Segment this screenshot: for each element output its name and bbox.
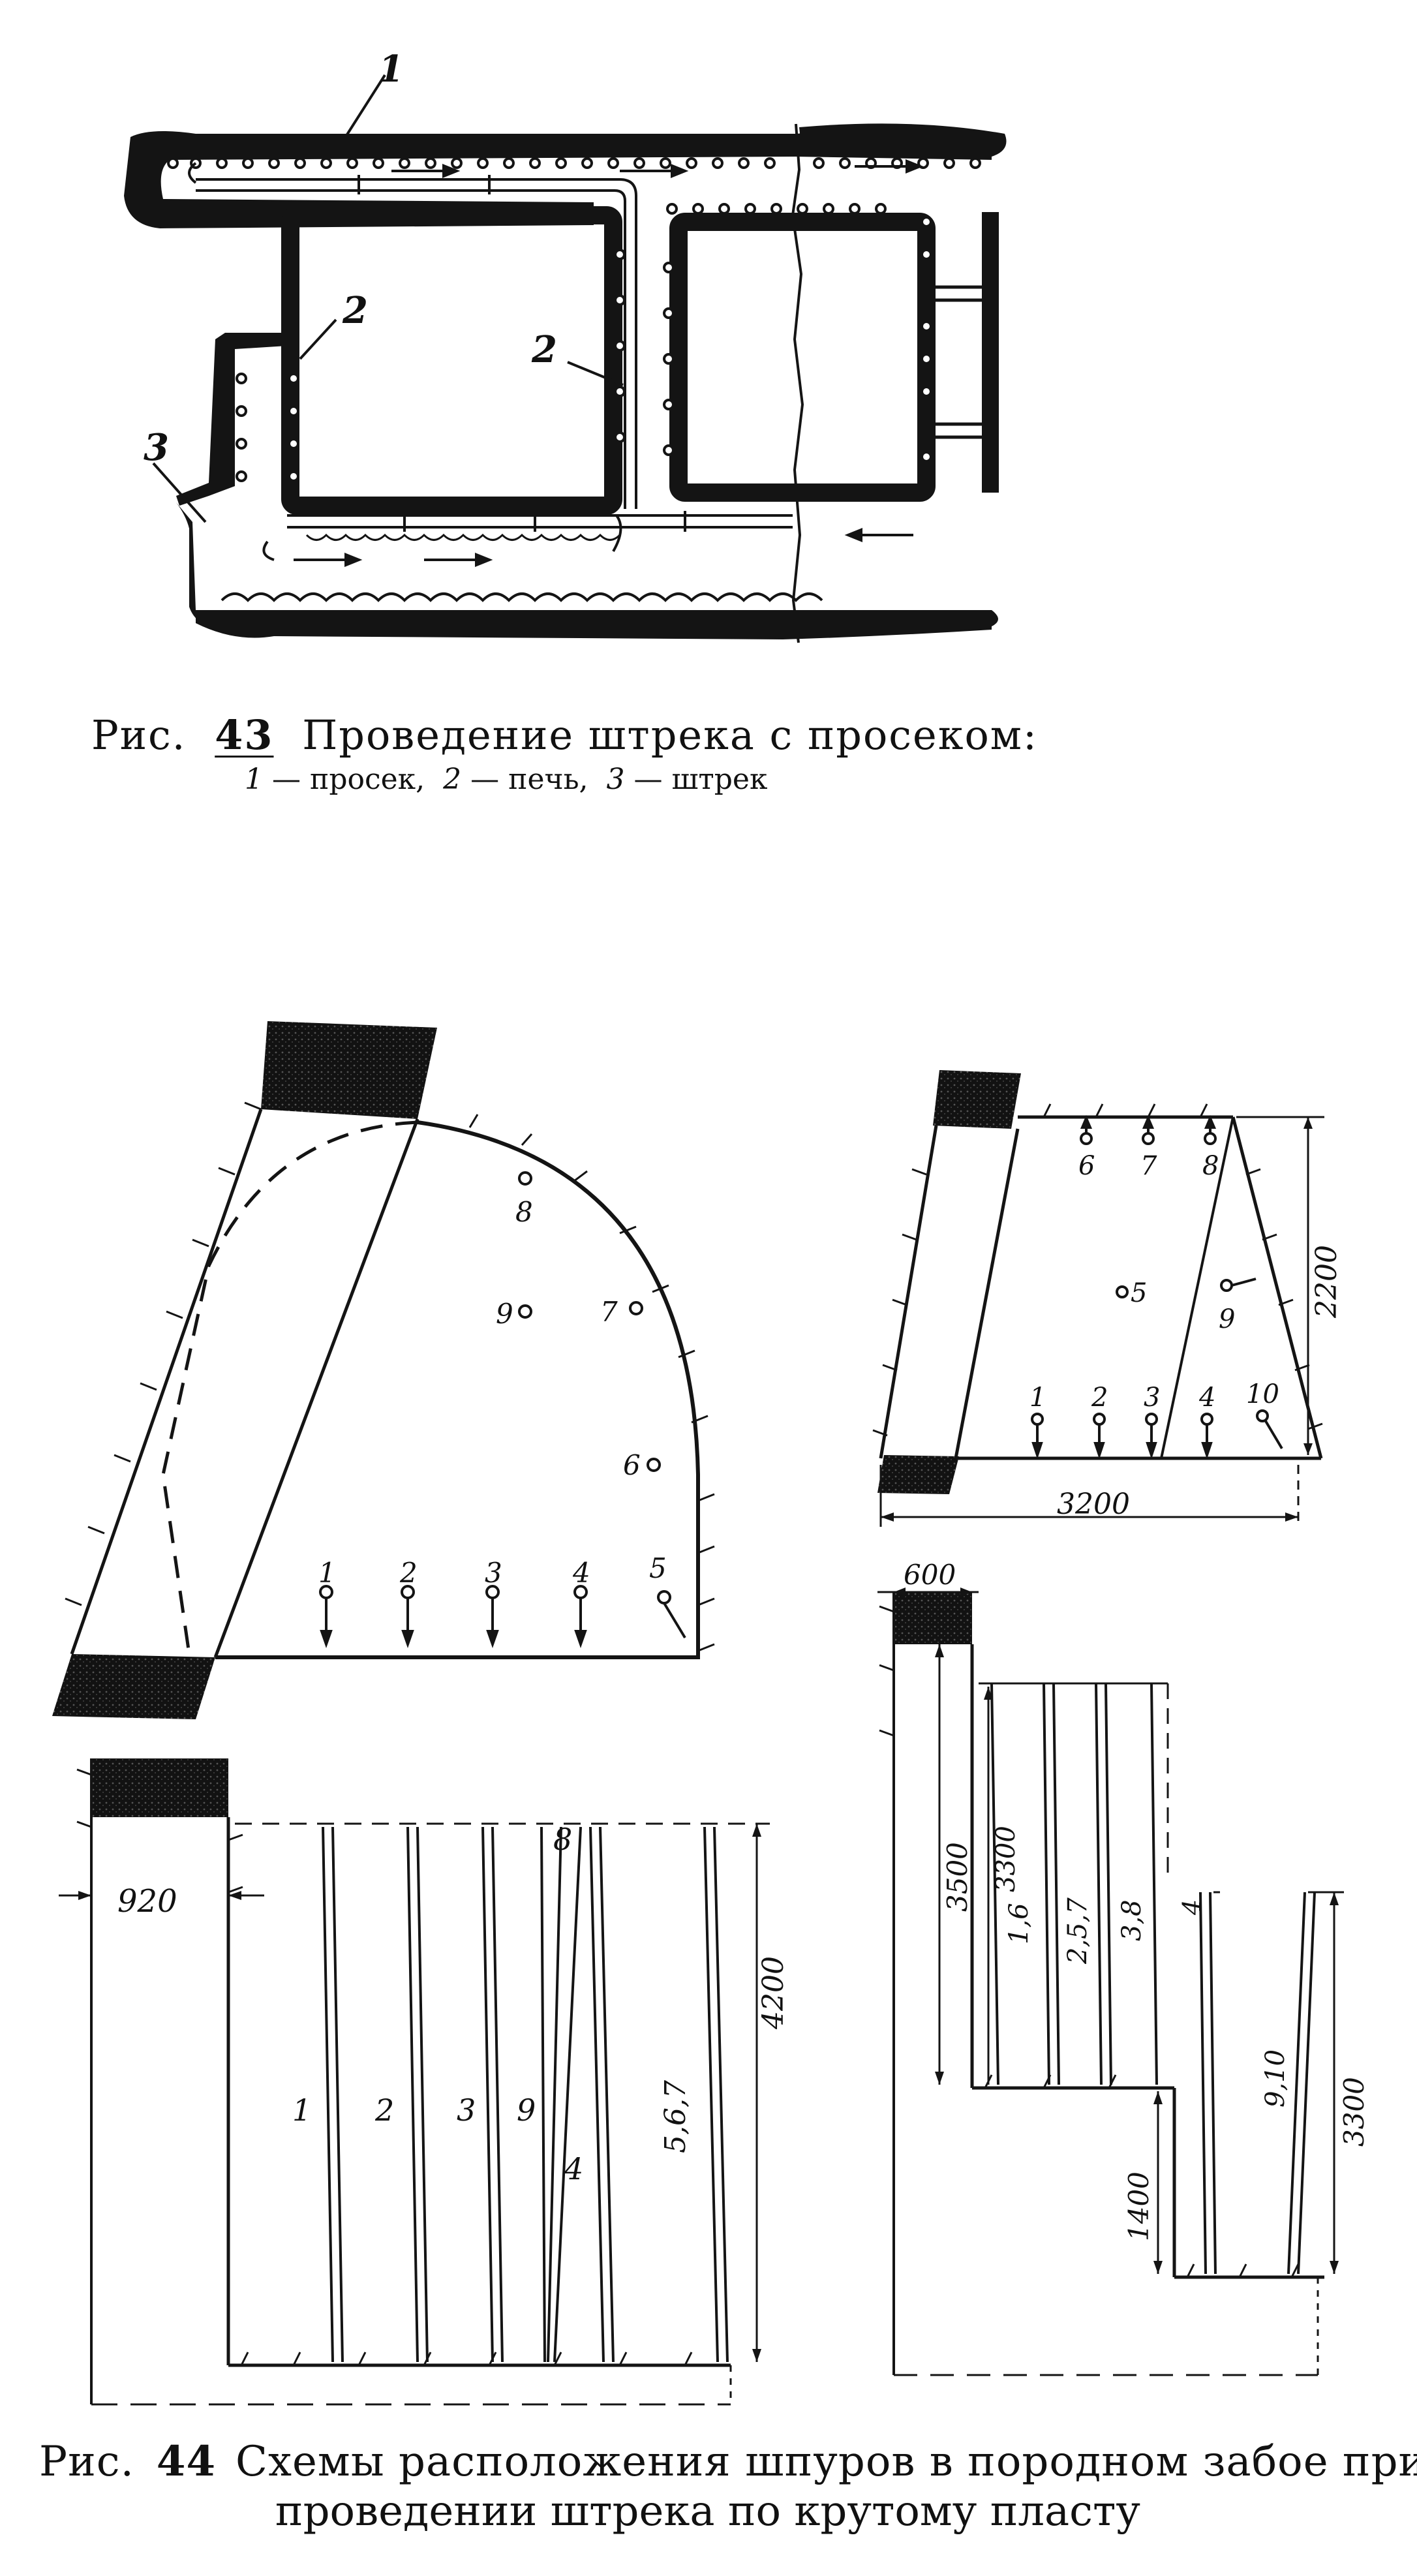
pech-right-block (669, 213, 936, 502)
sec-r-label-257: 2,5,7 (1063, 1897, 1093, 1965)
lf-hole-9: 9 (496, 1298, 513, 1330)
section-right: 1,6 2,5,7 3,8 4 9,10 600 3500 3300 1400 (877, 1559, 1370, 2376)
dim-4200: 4200 (757, 1956, 790, 2030)
dim-600: 600 (904, 1559, 956, 1591)
legend-text-2: — печь, (470, 763, 588, 796)
fig44-caption-number: 44 (156, 2437, 216, 2486)
crack-line (791, 123, 804, 643)
sec-l-label-567: 5,6,7 (659, 2080, 692, 2153)
sec-l-label-9: 9 (517, 2093, 536, 2128)
rf-hole-2: 2 (1091, 1383, 1108, 1413)
fig44-caption-line1: Рис. 44 Схемы расположения шпуров в породн… (39, 2437, 1417, 2486)
section-left: 1 2 3 9 8 4 5,6,7 920 4200 (59, 1758, 790, 2406)
lf-hole-8: 8 (515, 1196, 533, 1228)
dim-3300b: 3300 (1338, 2077, 1370, 2147)
fig44-caption-text1: Схемы расположения шпуров в породном заб… (235, 2438, 1417, 2486)
support-posts-top (167, 157, 981, 482)
fig43-caption-number: 43 (215, 711, 274, 759)
dim-1400: 1400 (1123, 2171, 1155, 2241)
sec-l-label-8: 8 (553, 1822, 572, 1857)
fig44-caption-line2: проведении штрека по крутому пласту (275, 2487, 1141, 2536)
airflow-arrows (188, 159, 924, 567)
face-right-trapezoid: 1 2 3 4 5 6 7 8 9 10 2200 3200 (872, 1070, 1343, 1527)
sec-r-label-4: 4 (1178, 1899, 1206, 1916)
sec-l-label-3: 3 (457, 2093, 476, 2128)
legend-num-1: 1 (245, 763, 263, 796)
prosek-top-wall-right (799, 123, 1007, 157)
fig43-caption-title-line: Рис. 43 Проведение штрека с просеком: (91, 711, 1331, 759)
lf-hole-6: 6 (623, 1449, 641, 1481)
dim-3300a: 3300 (991, 1826, 1021, 1892)
fig43-caption-title: Проведение штрека с просеком: (302, 711, 1038, 759)
callout-3: 3 (144, 426, 169, 469)
lf-hole-3: 3 (485, 1557, 502, 1589)
rf-hole-4: 4 (1198, 1383, 1215, 1413)
callout-2a: 2 (342, 289, 368, 332)
fig43-caption-label: Рис. (91, 711, 187, 759)
sec-r-label-16: 1,6 (1004, 1903, 1034, 1944)
pipeline (196, 175, 793, 532)
fig43-caption: Рис. 43 Проведение штрека с просеком: 1 … (91, 711, 1331, 796)
legend-num-3: 3 (606, 763, 625, 796)
sec-l-label-4: 4 (564, 2151, 583, 2186)
rf-hole-6: 6 (1078, 1151, 1095, 1181)
lf-hole-1: 1 (318, 1557, 336, 1589)
sec-l-label-2: 2 (374, 2093, 394, 2128)
lagging-wave (221, 592, 823, 602)
fig44-diagram: 1 2 3 4 5 6 7 8 9 (52, 1021, 1370, 2406)
shtrek-left-wall (176, 502, 998, 630)
rf-hole-3: 3 (1144, 1383, 1160, 1413)
dim-3200: 3200 (1057, 1488, 1130, 1521)
prosek-top-wall (124, 130, 992, 228)
legend-num-2: 2 (443, 763, 462, 796)
face-left-arched: 1 2 3 4 5 6 7 8 9 (52, 1021, 715, 1719)
rf-hole-1: 1 (1029, 1383, 1046, 1413)
sec-r-label-38: 3,8 (1117, 1899, 1147, 1941)
rf-hole-9: 9 (1219, 1304, 1235, 1334)
pech-left-block (281, 206, 622, 515)
fig43-legend: 1 — просек, 2 — печь, 3 — штрек (245, 763, 1331, 796)
dim-2200: 2200 (1310, 1245, 1343, 1319)
lf-hole-2: 2 (399, 1557, 418, 1589)
callout-1: 1 (378, 48, 404, 91)
fig43-diagram: 1 2 2 3 (124, 48, 1007, 643)
fig44-caption: Рис. 44 Схемы расположения шпуров в породн… (39, 2437, 1417, 2536)
legend-text-1: — просек, (272, 763, 425, 796)
dim-3500: 3500 (941, 1842, 973, 1912)
dim-920: 920 (117, 1883, 177, 1920)
callout-2b: 2 (531, 328, 557, 371)
rf-hole-10: 10 (1246, 1379, 1279, 1409)
lf-hole-5: 5 (649, 1552, 667, 1584)
fig44-caption-label: Рис. (39, 2438, 134, 2486)
rf-hole-8: 8 (1202, 1151, 1219, 1181)
legend-text-3: — штрек (633, 763, 768, 796)
lf-hole-4: 4 (572, 1557, 590, 1589)
lf-hole-7: 7 (600, 1296, 618, 1328)
sec-r-label-910: 9,10 (1260, 2049, 1290, 2108)
sec-l-label-1: 1 (292, 2093, 311, 2128)
rf-hole-7: 7 (1140, 1151, 1157, 1181)
rf-hole-5: 5 (1131, 1278, 1147, 1308)
